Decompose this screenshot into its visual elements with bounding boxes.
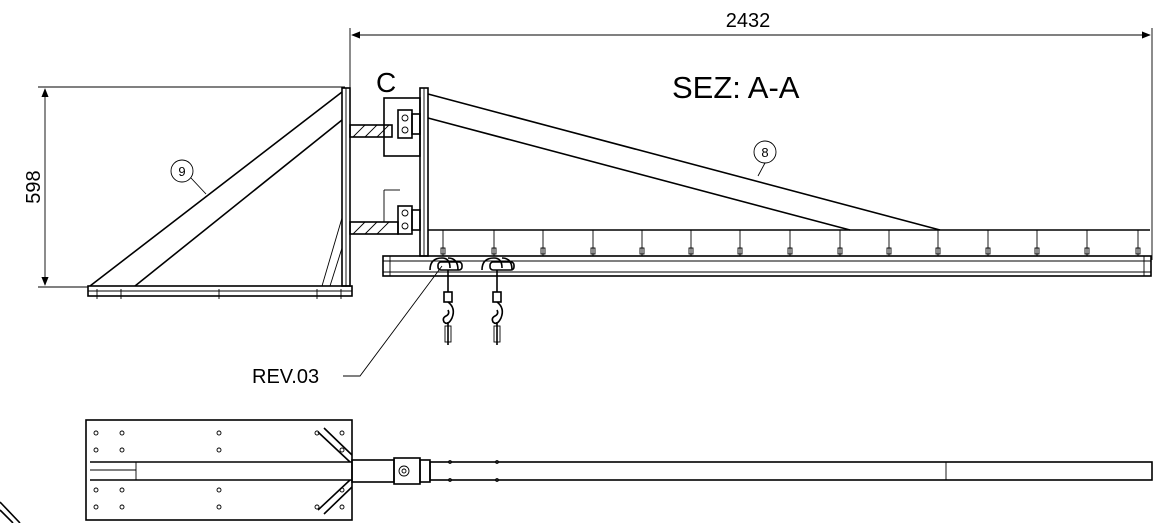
jib-arm xyxy=(382,87,1152,277)
section-title: SEZ: A-A xyxy=(672,70,800,105)
balloon-8: 8 xyxy=(753,140,777,177)
balloon-9-text: 9 xyxy=(178,164,185,179)
dimension-overall-length: 2432 xyxy=(349,10,1153,260)
hinge-connectors xyxy=(349,97,421,235)
plate-bolt-holes xyxy=(93,430,345,510)
revision-text: REV.03 xyxy=(252,366,319,388)
dimension-length-text: 2432 xyxy=(726,10,771,32)
detail-letter: C xyxy=(376,67,396,98)
trolley-hook-left xyxy=(429,257,463,345)
balloon-9: 9 xyxy=(170,159,207,195)
base-bolts xyxy=(96,289,342,299)
balloon-8-text: 8 xyxy=(761,145,768,160)
beam-hangers xyxy=(440,230,1141,256)
left-bracket xyxy=(87,87,353,299)
revision-callout: REV.03 xyxy=(252,265,443,388)
dimension-height: 598 xyxy=(23,86,345,288)
dimension-height-text: 598 xyxy=(23,170,45,203)
trolley-hook-right xyxy=(481,257,515,345)
corner-fragment xyxy=(0,501,21,523)
plan-view xyxy=(85,419,1153,521)
